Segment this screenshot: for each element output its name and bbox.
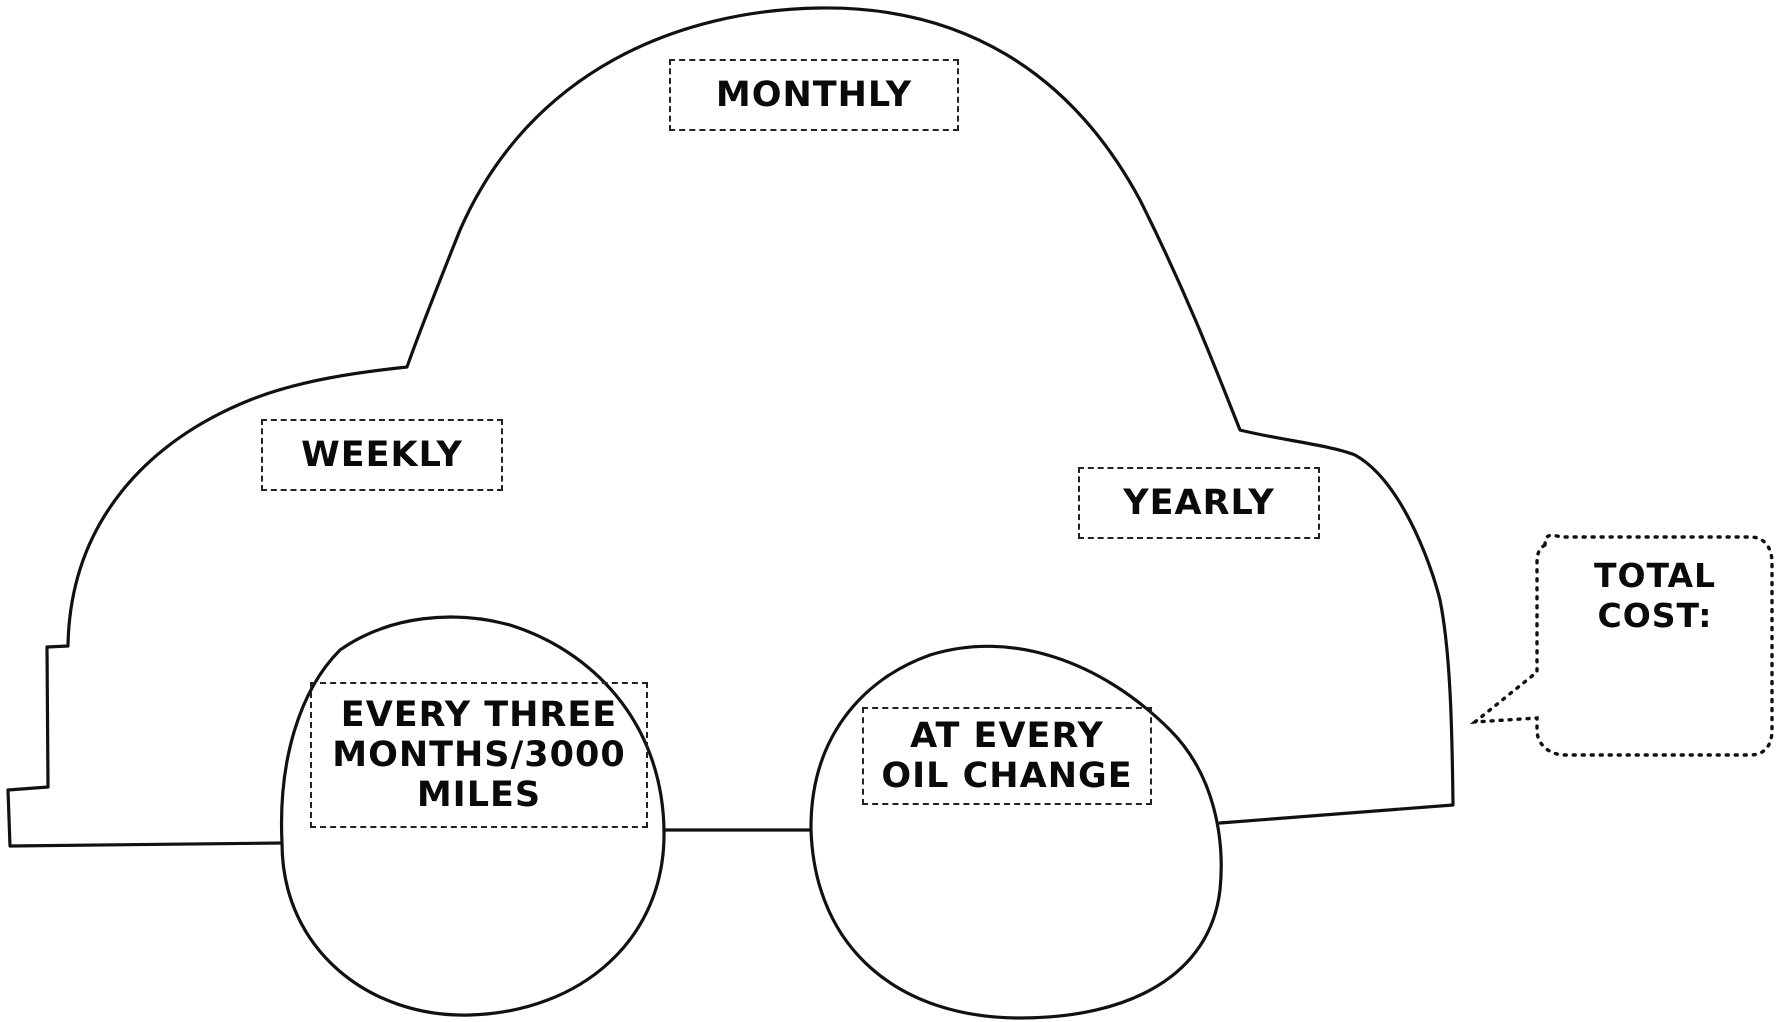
car-body-outline xyxy=(6,6,1455,848)
three-months-label: EVERY THREE MONTHS/3000 MILES xyxy=(332,695,626,815)
total-cost-bubble xyxy=(1469,533,1774,757)
weekly-label-box: WEEKLY xyxy=(261,419,503,491)
oil-change-label-box: AT EVERY OIL CHANGE xyxy=(862,707,1152,805)
weekly-label: WEEKLY xyxy=(301,435,463,475)
front-wheel-outline xyxy=(809,644,1223,1020)
total-cost-label: TOTAL COST: xyxy=(1593,556,1717,635)
three-months-label-box: EVERY THREE MONTHS/3000 MILES xyxy=(310,682,648,828)
oil-change-label: AT EVERY OIL CHANGE xyxy=(881,716,1133,796)
yearly-label: YEARLY xyxy=(1123,483,1275,523)
monthly-label-box: MONTHLY xyxy=(669,59,959,131)
monthly-label: MONTHLY xyxy=(715,75,913,115)
total-cost-text-area: TOTAL COST: xyxy=(1545,556,1765,636)
yearly-label-box: YEARLY xyxy=(1078,467,1320,539)
